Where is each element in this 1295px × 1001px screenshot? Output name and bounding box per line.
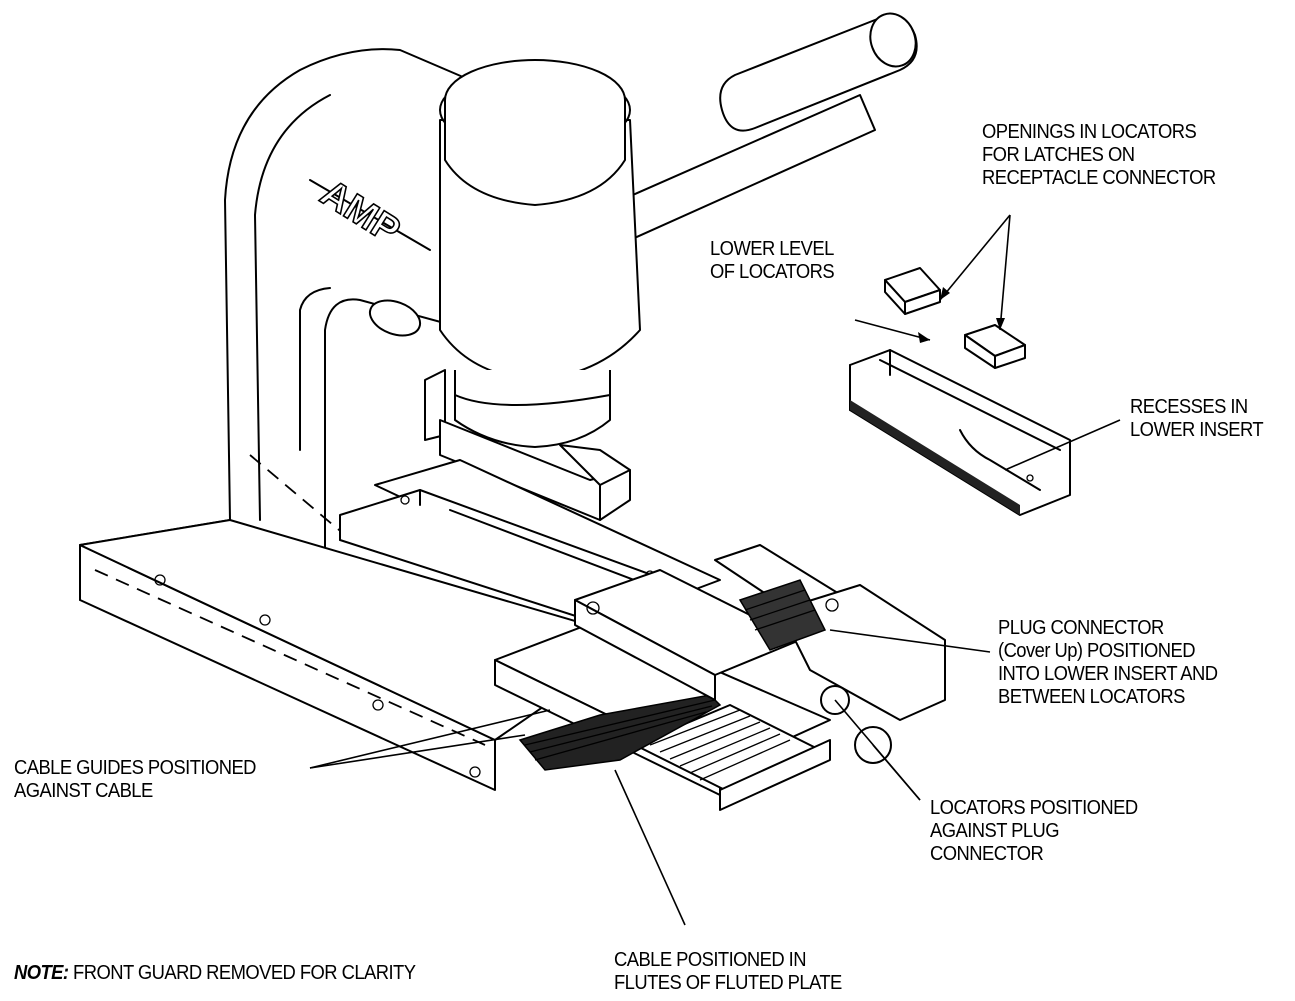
label-plug-connector: PLUG CONNECTOR (Cover Up) POSITIONED INT… — [998, 617, 1218, 708]
label-recesses-in-lower-insert: RECESSES IN LOWER INSERT — [1130, 396, 1264, 441]
press-handle — [609, 12, 918, 241]
leader-lines — [309, 214, 1121, 926]
label-cable-positioned: CABLE POSITIONED IN FLUTES OF FLUTED PLA… — [614, 949, 842, 994]
detail-inset — [849, 267, 1071, 516]
note-line: NOTE: FRONT GUARD REMOVED FOR CLARITY — [14, 962, 416, 985]
label-locators-positioned: LOCATORS POSITIONED AGAINST PLUG CONNECT… — [930, 797, 1138, 865]
label-lower-level-of-locators: LOWER LEVEL OF LOCATORS — [710, 238, 835, 283]
note-label: NOTE: — [14, 962, 69, 984]
press-ram — [439, 59, 641, 448]
connector-locators — [714, 544, 946, 764]
fluted-plate-assembly — [494, 569, 831, 811]
label-cable-guides: CABLE GUIDES POSITIONED AGAINST CABLE — [14, 757, 256, 802]
upper-tooling — [424, 369, 631, 521]
note-text: FRONT GUARD REMOVED FOR CLARITY — [68, 962, 416, 984]
label-openings-in-locators: OPENINGS IN LOCATORS FOR LATCHES ON RECE… — [982, 121, 1216, 189]
